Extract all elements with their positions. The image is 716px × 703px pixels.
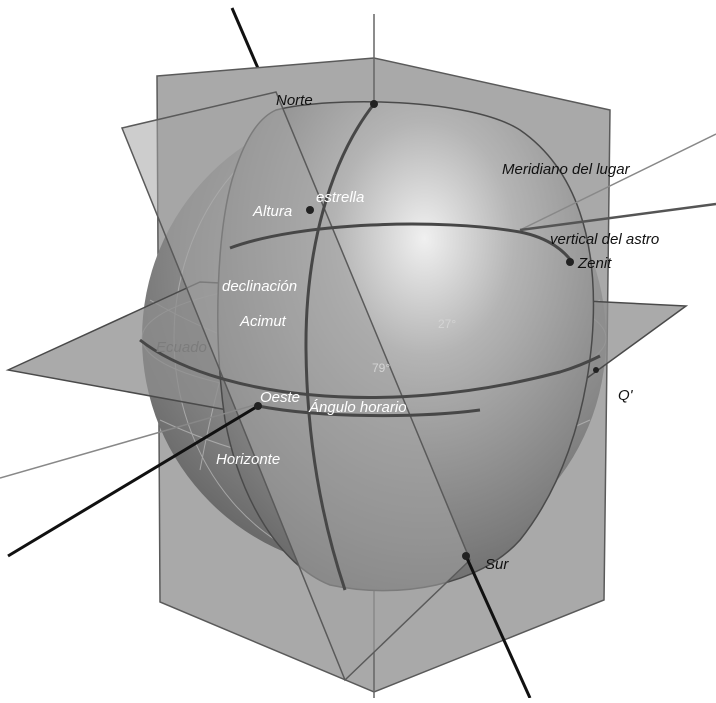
label-declinacion: declinación bbox=[222, 279, 297, 294]
label-ecuador: Ecuado bbox=[156, 340, 207, 355]
label-altura: Altura bbox=[253, 204, 292, 219]
label-vertical: vertical del astro bbox=[550, 232, 659, 247]
label-zenit: Zenit bbox=[578, 256, 611, 271]
label-q-prime: Q' bbox=[618, 388, 633, 403]
label-sur: Sur bbox=[485, 557, 508, 572]
label-meridiano: Meridiano del lugar bbox=[502, 162, 630, 177]
label-27deg: 27° bbox=[438, 318, 456, 330]
label-horizonte: Horizonte bbox=[216, 452, 280, 467]
label-angulo-horario: Ángulo horario bbox=[309, 400, 407, 415]
label-oeste: Oeste bbox=[260, 390, 300, 405]
label-norte: Norte bbox=[276, 93, 313, 108]
label-estrella: estrella bbox=[316, 190, 364, 205]
label-79deg: 79° bbox=[372, 362, 390, 374]
label-acimut: Acimut bbox=[240, 314, 286, 329]
